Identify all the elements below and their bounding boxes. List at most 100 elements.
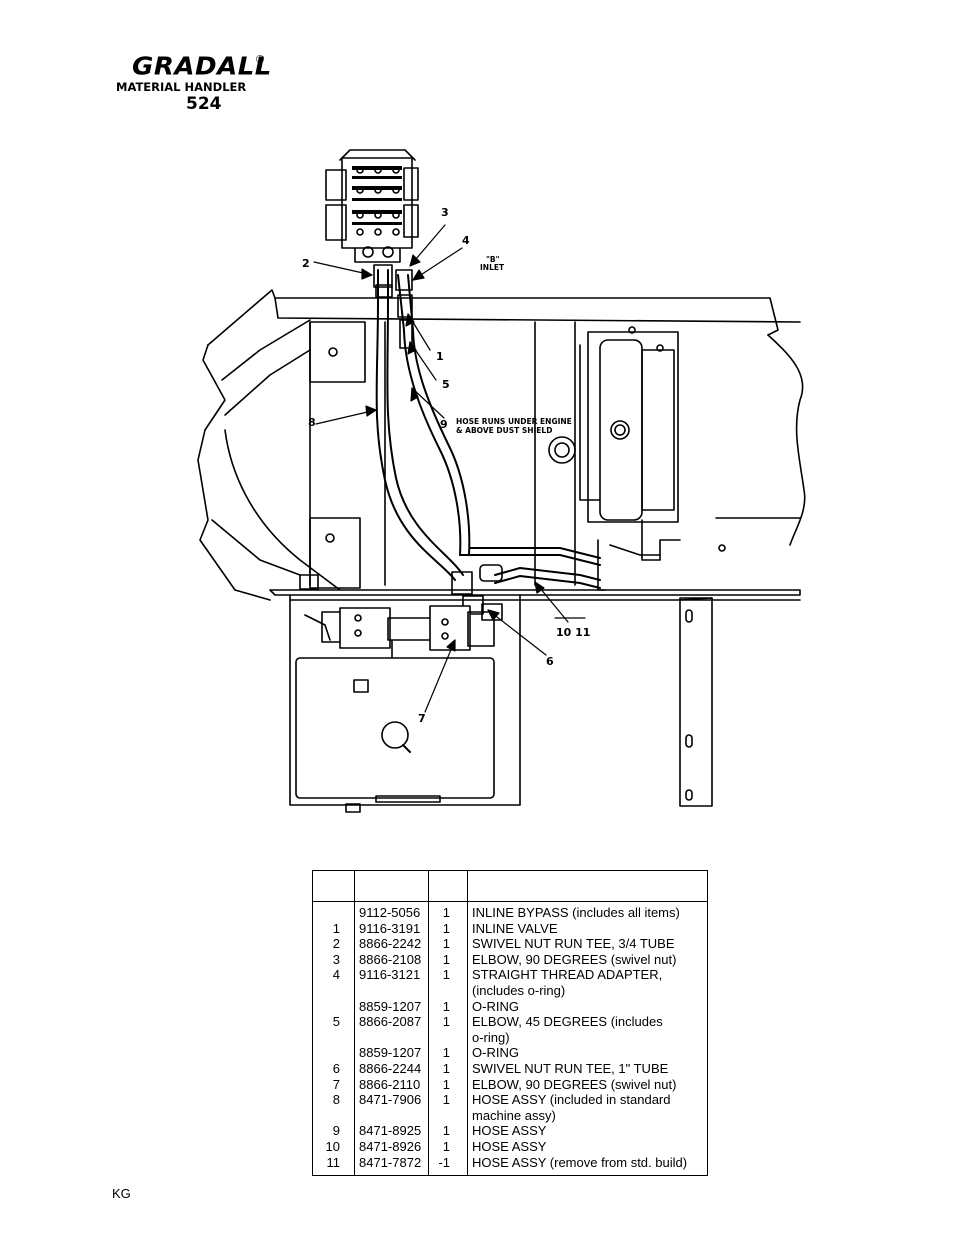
quantity: 1 [442, 951, 450, 967]
description: O-RING [472, 998, 519, 1014]
footer-code: KG [112, 1186, 131, 1201]
description: HOSE ASSY [472, 1123, 547, 1139]
product-name: MATERIAL HANDLER [116, 80, 247, 94]
quantity: 1 [442, 1138, 450, 1154]
part-number: 8859-1207 [359, 998, 422, 1014]
quantity: 1 [442, 1092, 450, 1108]
callout-leaders [313, 224, 586, 713]
description: HOSE ASSY (included in standard [472, 1092, 671, 1108]
table-row: 11 8471-7872 -1 HOSE ASSY (remove from std.… [313, 1155, 707, 1171]
callout-10-11: 10 11 [556, 626, 590, 639]
part-number: 8471-7906 [359, 1092, 422, 1108]
description: ELBOW, 90 DEGREES (swivel nut) [472, 1076, 677, 1092]
part-number: 8866-2087 [359, 1014, 422, 1030]
inlet-note-line2: INLET [480, 263, 505, 272]
description: HOSE ASSY (remove from std. build) [472, 1154, 688, 1170]
item-number: 2 [332, 936, 340, 952]
machine-frame [197, 289, 806, 806]
description: SWIVEL NUT RUN TEE, 3/4 TUBE [472, 936, 675, 952]
registered-mark: ® [256, 54, 265, 66]
quantity: 1 [442, 1014, 450, 1030]
brand-name: GRADALL [132, 52, 272, 82]
table-row: o-ring) [313, 1030, 707, 1046]
part-number: 8866-2108 [359, 951, 422, 967]
item-number: 7 [332, 1076, 340, 1092]
quantity: -1 [438, 1154, 450, 1170]
table-row: machine assy) [313, 1108, 707, 1124]
part-number: 8859-1207 [359, 1045, 422, 1061]
item-number: 10 [325, 1138, 340, 1154]
part-number: 8471-8926 [359, 1138, 422, 1154]
description: STRAIGHT THREAD ADAPTER, [472, 967, 663, 983]
table-row: 10 8471-8926 1 HOSE ASSY [313, 1139, 707, 1155]
control-valve-bank [325, 149, 419, 263]
quantity: 1 [442, 1076, 450, 1092]
part-number: 8471-7872 [359, 1154, 422, 1170]
item-number: 3 [332, 951, 340, 967]
description: HOSE ASSY [472, 1138, 547, 1154]
quantity: 1 [442, 920, 450, 936]
callout-1: 1 [436, 350, 444, 363]
quantity: 1 [442, 1045, 450, 1061]
description: INLINE BYPASS (includes all items) [472, 905, 680, 920]
column-divider [467, 871, 468, 1175]
model-number: 524 [186, 94, 222, 114]
quantity: 1 [442, 1123, 450, 1139]
table-row: 8 8471-7906 1 HOSE ASSY (included in standa… [313, 1092, 707, 1108]
item-number: 9 [332, 1123, 340, 1139]
callout-9: 9 [440, 418, 448, 431]
callout-2: 2 [302, 257, 310, 270]
parts-table-body: 9112-5056 1 INLINE BYPASS (includes all it… [313, 905, 707, 1170]
quantity: 1 [442, 967, 450, 983]
table-row: 4 9116-3121 1 STRAIGHT THREAD ADAPTER, [313, 967, 707, 983]
table-row: 2 8866-2242 1 SWIVEL NUT RUN TEE, 3/4 TUBE [313, 936, 707, 952]
quantity: 1 [442, 1060, 450, 1076]
part-number: 8866-2244 [359, 1060, 422, 1076]
description: machine assy) [472, 1107, 556, 1123]
column-divider [354, 871, 355, 1175]
table-row: (includes o-ring) [313, 983, 707, 999]
side-bracket [679, 597, 713, 807]
part-number: 8866-2110 [359, 1076, 421, 1092]
table-row: 7 8866-2110 1 ELBOW, 90 DEGREES (swivel nut… [313, 1077, 707, 1093]
quantity: 1 [442, 936, 450, 952]
hose-note-line1: HOSE RUNS UNDER ENGINE [456, 417, 572, 426]
callout-7: 7 [418, 712, 426, 725]
description: (includes o-ring) [472, 982, 566, 998]
parts-table-header [313, 871, 707, 902]
item-number: 8 [332, 1092, 340, 1108]
filter-assembly [579, 326, 681, 591]
callout-6: 6 [546, 655, 554, 668]
item-number: 4 [332, 967, 340, 983]
part-number: 9112-5056 [359, 905, 421, 920]
item-number: 11 [326, 1154, 341, 1170]
upper-fittings [373, 264, 413, 349]
table-row: 1 9116-3191 1 INLINE VALVE [313, 921, 707, 937]
description: SWIVEL NUT RUN TEE, 1" TUBE [472, 1060, 669, 1076]
quantity: 1 [442, 905, 450, 920]
callout-3: 3 [441, 206, 449, 219]
description: INLINE VALVE [472, 920, 558, 936]
table-row: 8859-1207 1 O-RING [313, 1045, 707, 1061]
description: ELBOW, 45 DEGREES (includes [472, 1014, 663, 1030]
item-number: 5 [332, 1014, 340, 1030]
callout-8: 8 [308, 416, 316, 429]
callout-5: 5 [442, 378, 450, 391]
table-row: 5 8866-2087 1 ELBOW, 45 DEGREES (includes [313, 1014, 707, 1030]
description: O-RING [472, 1045, 519, 1061]
part-number: 8471-8925 [359, 1123, 422, 1139]
part-number: 8866-2242 [359, 936, 422, 952]
part-number: 9116-3191 [359, 920, 421, 936]
callout-4: 4 [462, 234, 470, 247]
part-number: 9116-3121 [359, 967, 421, 983]
hydraulic-installation-diagram: 2 3 4 1 5 8 9 10 11 6 7 "B" INLET HOSE R… [197, 149, 806, 813]
description: o-ring) [472, 1029, 510, 1045]
item-number: 1 [332, 920, 340, 936]
table-row: 9 8471-8925 1 HOSE ASSY [313, 1123, 707, 1139]
lower-fittings [451, 564, 503, 621]
column-divider [428, 871, 429, 1175]
inlet-note-line1: "B" [486, 255, 500, 264]
